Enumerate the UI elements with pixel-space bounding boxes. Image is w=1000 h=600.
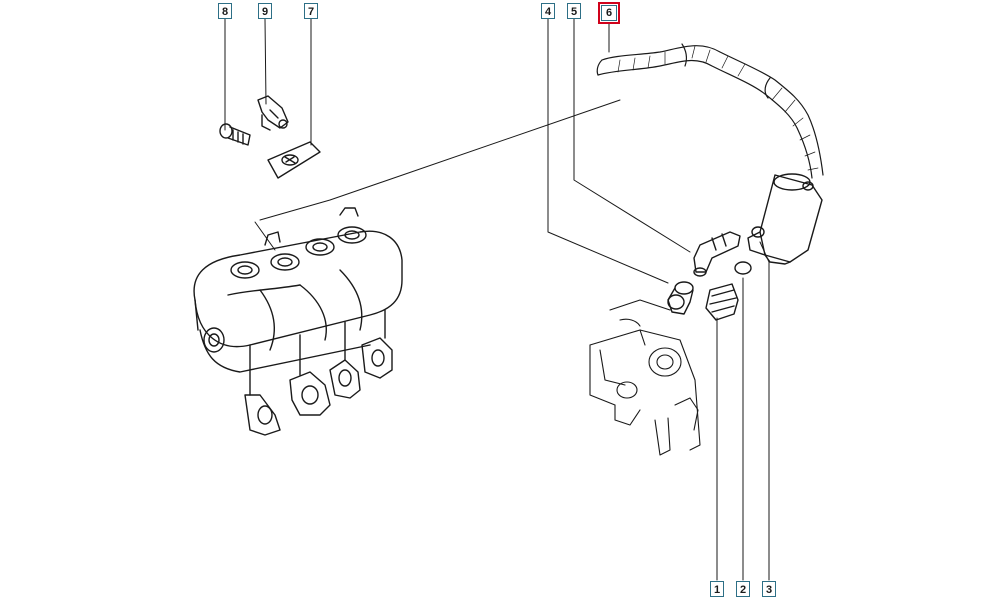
callout-8[interactable]: 8 [218,3,232,19]
small-hose-part-5 [693,231,741,277]
clip-part-9 [257,95,289,131]
intake-manifold [193,207,403,436]
callout-3[interactable]: 3 [762,581,776,597]
callout-1[interactable]: 1 [710,581,724,597]
leader-5 [573,18,691,253]
engine-block [589,299,701,456]
callout-7[interactable]: 7 [304,3,318,19]
breather-hose-part-6 [596,43,824,179]
callout-5[interactable]: 5 [567,3,581,19]
callout-6-selected[interactable]: 6 [598,2,620,24]
o-ring-part-2 [734,261,752,275]
oil-separator-part-3 [747,173,823,265]
leader-4 [547,18,669,284]
assembly-line [259,99,621,221]
leader-9 [264,18,267,105]
leader-lines [224,18,770,581]
callout-9[interactable]: 9 [258,3,272,19]
connector-part-1 [705,283,739,321]
bolt-part-8 [219,123,251,146]
callout-4[interactable]: 4 [541,3,555,19]
fitting-part-4 [667,281,694,315]
gasket-part-7 [267,141,321,179]
callout-2[interactable]: 2 [736,581,750,597]
assembly-line-2 [254,221,276,251]
